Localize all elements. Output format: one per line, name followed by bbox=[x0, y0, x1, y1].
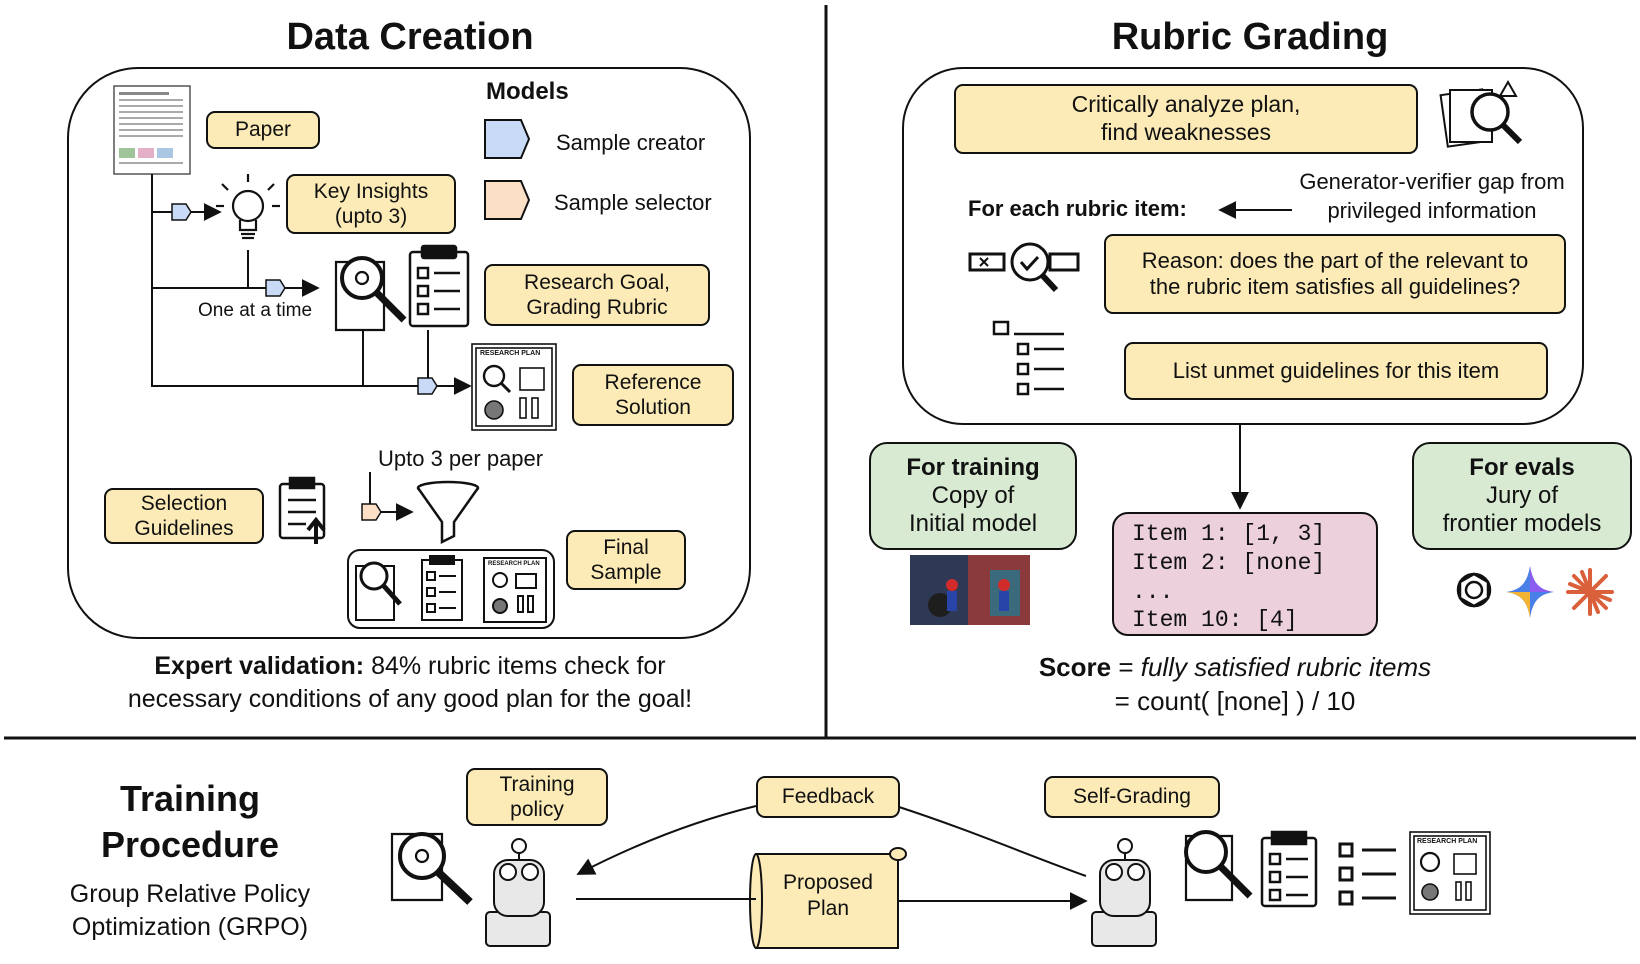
training-policy-box: Training policy bbox=[466, 768, 608, 826]
sample-creator-tag-3 bbox=[417, 377, 438, 395]
grading-scroll-magnifier-icon bbox=[1184, 830, 1253, 902]
research-plan-label: RESEARCH PLAN bbox=[480, 350, 541, 357]
training-procedure-title: Training Procedure bbox=[100, 778, 280, 866]
key-insights-box: Key Insights (upto 3) bbox=[286, 174, 456, 234]
selector-legend-swatch bbox=[484, 180, 531, 220]
reference-solution-box: Reference Solution bbox=[572, 364, 734, 426]
paper-box: Paper bbox=[206, 111, 320, 149]
for-training-box: For training Copy of Initial model bbox=[869, 442, 1077, 550]
rubric-item: Item 1: [1, 3] bbox=[1132, 521, 1326, 547]
selection-checklist-icon bbox=[278, 476, 326, 544]
sample-selector-label: Sample selector bbox=[554, 190, 712, 215]
sample-creator-tag-1 bbox=[171, 203, 192, 221]
rubric-item: Item 10: [4] bbox=[1132, 607, 1298, 634]
for-each-rubric-label: For each rubric item: bbox=[968, 196, 1187, 221]
feedback-box: Feedback bbox=[756, 776, 900, 818]
rubric-items-box: Item 1: [1, 3] Item 2: [none] ... Item 1… bbox=[1112, 512, 1378, 636]
spiderman-meme-image bbox=[910, 555, 1030, 625]
generator-verifier-gap-note: Generator-verifier gap from privileged i… bbox=[1299, 169, 1565, 223]
check-magnifier-icon bbox=[968, 242, 1080, 293]
robot-grader-icon bbox=[1091, 838, 1157, 947]
proposed-plan-label: Proposed Plan bbox=[783, 871, 873, 921]
data-creation-panel bbox=[67, 67, 751, 639]
for-evals-box: For evals Jury of frontier models bbox=[1412, 442, 1632, 550]
score-line1: Score = fully satisfied rubric items bbox=[1038, 652, 1432, 682]
lightbulb-icon bbox=[216, 174, 280, 240]
data-creation-heading: Data Creation bbox=[286, 16, 534, 58]
research-goal-box: Research Goal, Grading Rubric bbox=[484, 264, 710, 326]
checklist-lines-icon bbox=[992, 320, 1064, 396]
rubric-panel bbox=[902, 67, 1584, 425]
research-plan-label-small: RESEARCH PLAN bbox=[488, 561, 540, 567]
list-unmet-box: List unmet guidelines for this item bbox=[1124, 342, 1548, 400]
reason-box: Reason: does the part of the relevant to… bbox=[1104, 234, 1566, 314]
expert-validation-line1: Expert validation: 84% rubric items chec… bbox=[154, 652, 666, 680]
score-line2: = count( [none] ) / 10 bbox=[1114, 686, 1356, 716]
sample-selector-tag bbox=[361, 503, 382, 521]
sample-creator-tag-2 bbox=[265, 279, 286, 297]
upto-3-label: Upto 3 per paper bbox=[378, 446, 544, 471]
analyze-plan-box: Critically analyze plan, find weaknesses bbox=[954, 84, 1418, 154]
research-plan-label-grading: RESEARCH PLAN bbox=[1417, 838, 1478, 845]
final-sample-box: Final Sample bbox=[566, 530, 686, 590]
models-legend-title: Models bbox=[486, 78, 569, 105]
robot-policy-icon bbox=[485, 838, 551, 947]
clipboard-checklist-icon bbox=[408, 244, 470, 328]
rubric-item: Item 2: [none] bbox=[1132, 549, 1326, 576]
rubric-grading-heading: Rubric Grading bbox=[1111, 16, 1389, 58]
grading-checklist-icon bbox=[1338, 842, 1396, 906]
funnel-icon bbox=[416, 480, 480, 545]
document-analysis-icon bbox=[1439, 79, 1523, 148]
grading-research-plan-icon bbox=[1409, 831, 1491, 915]
one-at-a-time-label: One at a time bbox=[198, 300, 313, 321]
sample-creator-label: Sample creator bbox=[556, 130, 706, 155]
gemini-logo-icon bbox=[1506, 566, 1554, 618]
training-scroll-magnifier-icon bbox=[390, 832, 473, 905]
selection-guidelines-box: Selection Guidelines bbox=[104, 488, 264, 544]
openai-logo-icon bbox=[1456, 572, 1492, 608]
training-procedure-subtitle: Group Relative Policy Optimization (GRPO… bbox=[69, 880, 311, 941]
expert-validation-line2: necessary conditions of any good plan fo… bbox=[127, 685, 693, 713]
grading-clipboard-icon bbox=[1260, 830, 1318, 908]
claude-logo-icon bbox=[1566, 568, 1614, 616]
paper-thumbnail-icon bbox=[113, 85, 191, 175]
creator-legend-swatch bbox=[484, 119, 531, 159]
proposed-plan-scroll bbox=[749, 847, 907, 949]
rubric-item-ellipsis: ... bbox=[1132, 578, 1174, 605]
scroll-magnifier-icon bbox=[334, 256, 407, 332]
research-plan-icon bbox=[471, 343, 557, 431]
self-grading-box: Self-Grading bbox=[1044, 776, 1220, 818]
